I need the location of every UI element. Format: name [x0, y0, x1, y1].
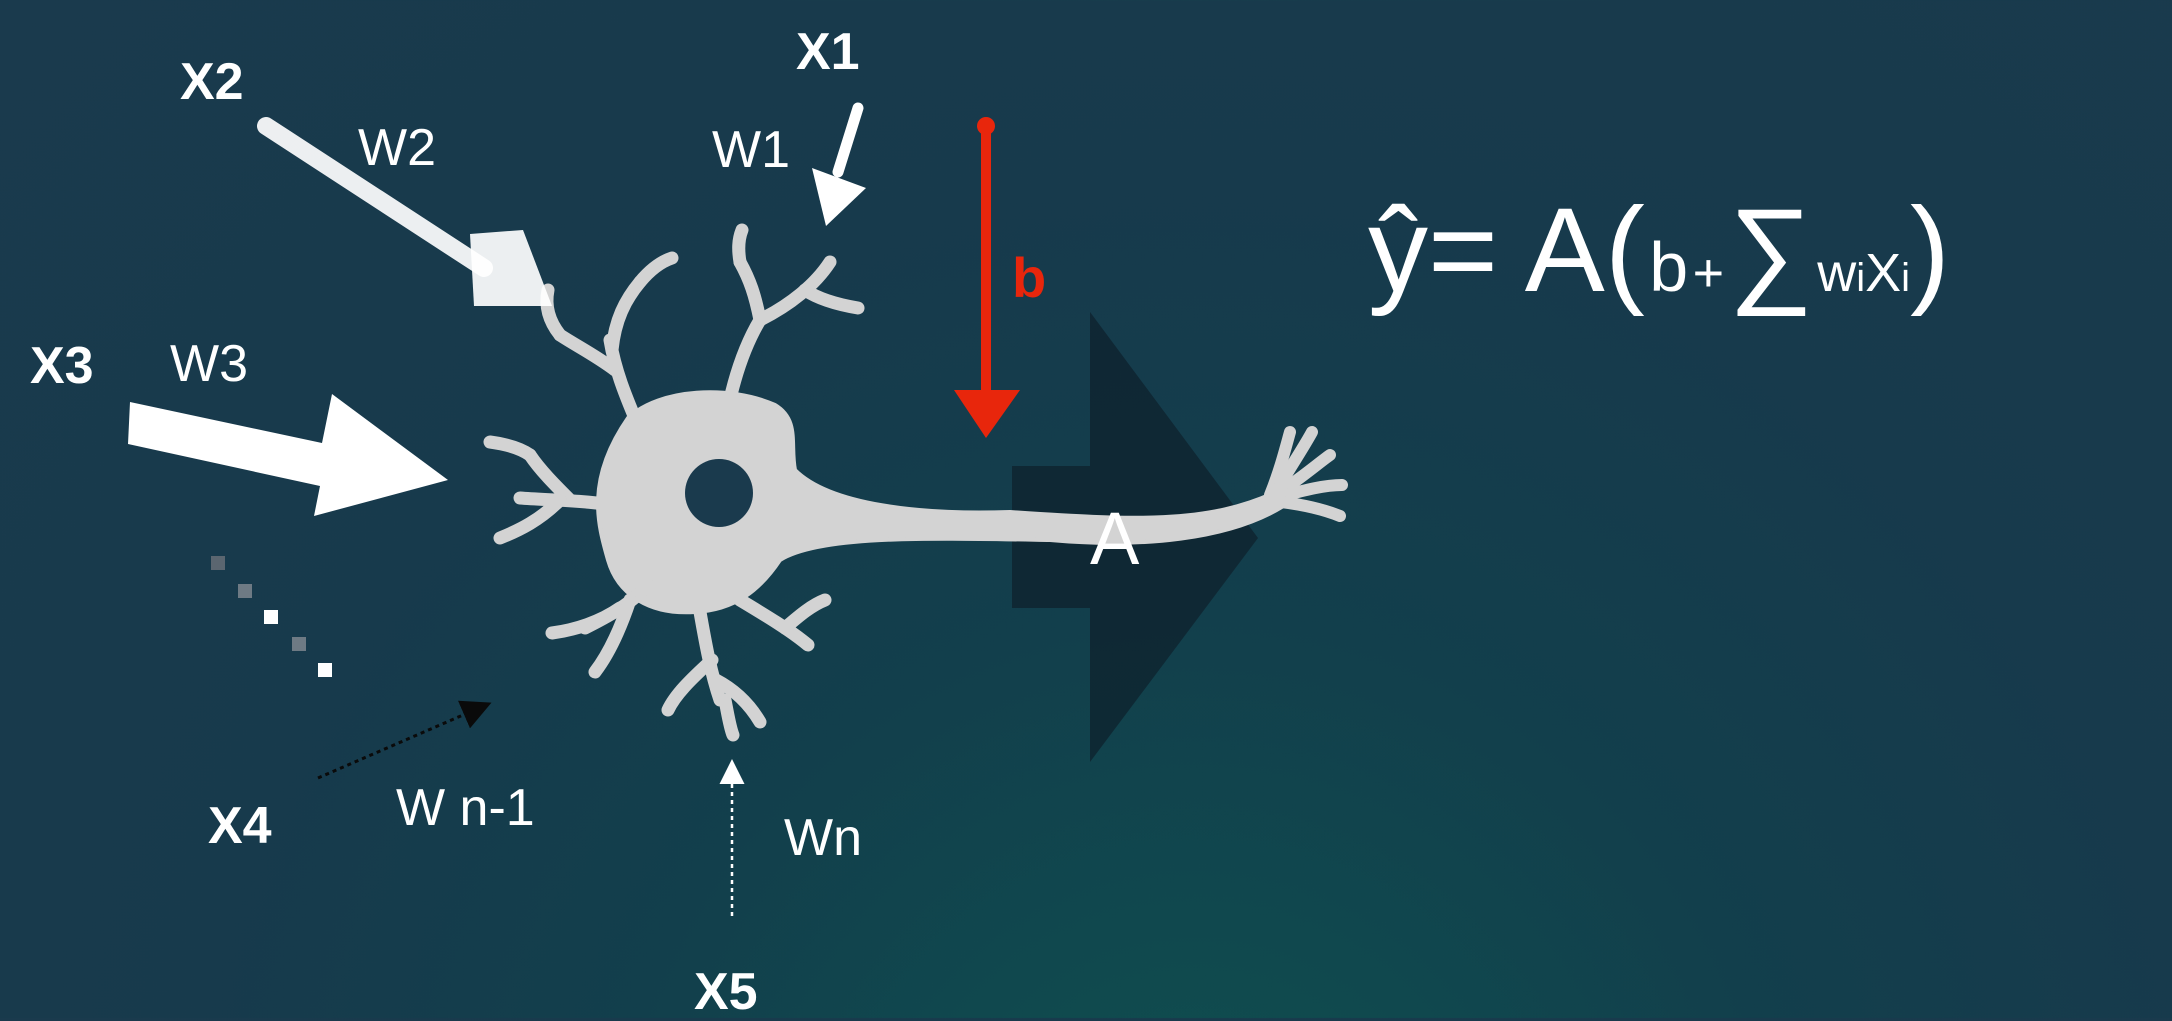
input-label-x4: X4 — [208, 797, 272, 855]
input-arrow-icon — [257, 117, 552, 306]
formula-bias: b — [1649, 228, 1689, 306]
formula-input-subscript: i — [1901, 256, 1911, 300]
input-label-x3: X3 — [30, 337, 94, 395]
formula-plus: + — [1692, 243, 1725, 303]
weight-label-wn-minus-1: W n-1 — [396, 779, 535, 837]
neuron-formula: ŷ= A( b + ∑ wiXi) — [1368, 190, 1950, 310]
input-arrow-icon — [128, 394, 448, 516]
formula-activation-open: = A( — [1428, 183, 1645, 317]
formula-prediction: ŷ — [1368, 183, 1428, 317]
activation-label: A — [1090, 497, 1140, 580]
input-arrow-icon — [812, 102, 866, 226]
formula-close-paren: ) — [1910, 183, 1950, 317]
ellipsis-dots-icon — [211, 556, 332, 677]
input-label-x5: X5 — [694, 963, 758, 1021]
neuron-icon — [483, 223, 1348, 742]
bias-label: b — [1012, 246, 1047, 309]
formula-sigma: ∑ — [1728, 185, 1813, 317]
formula-weight: w — [1817, 243, 1857, 303]
input-label-x2: X2 — [180, 53, 244, 111]
weight-label-w1: W1 — [712, 121, 790, 179]
weight-label-wn: Wn — [784, 809, 862, 867]
bias-arrow-icon — [954, 117, 1020, 438]
weight-label-w3: W3 — [170, 335, 248, 393]
weight-label-w2: W2 — [358, 119, 436, 177]
formula-weight-subscript: i — [1856, 256, 1866, 300]
input-arrow-icon — [317, 700, 492, 780]
input-label-x1: X1 — [796, 23, 860, 81]
formula-input: X — [1865, 243, 1902, 303]
